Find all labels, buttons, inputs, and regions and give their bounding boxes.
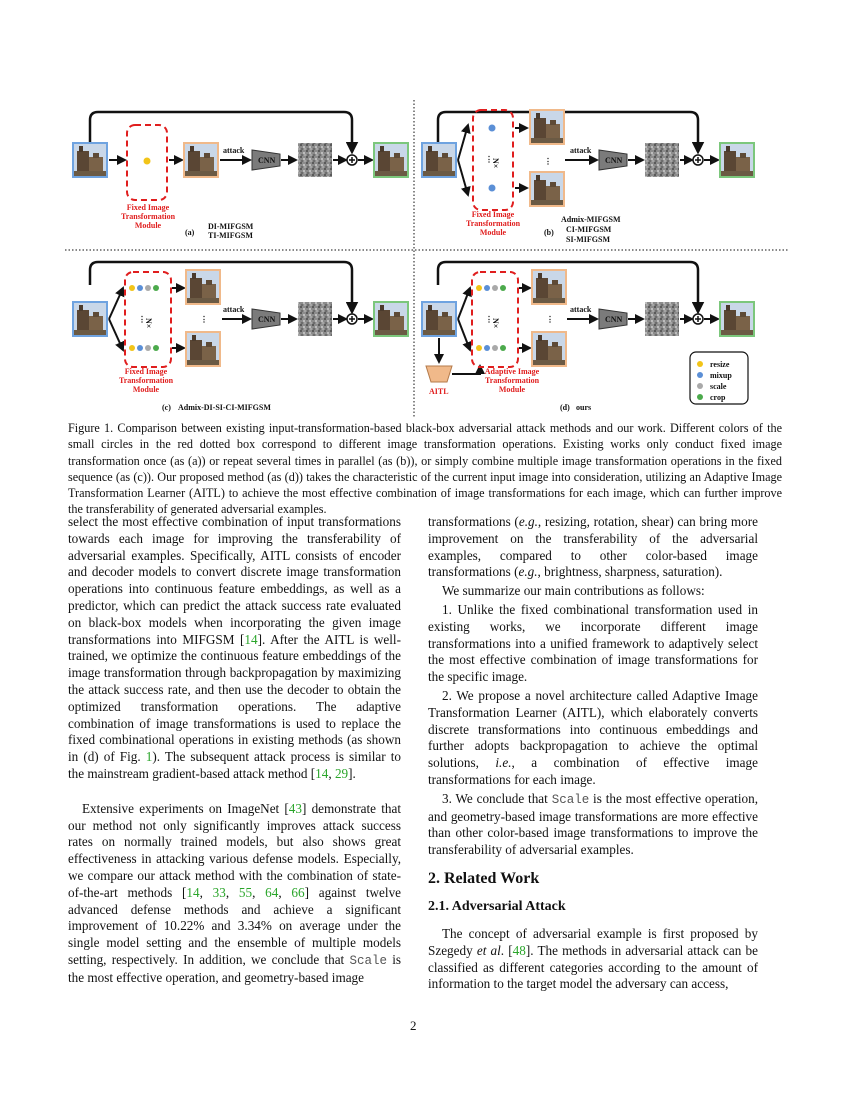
panel-d: AITL ⋮ N× ⋮ attack CNN Adaptive Image Tr… xyxy=(421,260,755,412)
panel-tag: (d) xyxy=(560,403,570,412)
legend-swatch xyxy=(697,383,703,389)
legend-swatch xyxy=(697,372,703,378)
legend-swatch xyxy=(697,394,703,400)
legend-label: scale xyxy=(710,382,727,391)
citation-link[interactable]: 55 xyxy=(238,884,253,900)
right-column: transformations (e.g., resizing, rotatio… xyxy=(428,514,758,859)
panel-tag: (a) xyxy=(185,228,195,237)
legend-label: mixup xyxy=(710,371,732,380)
contribution-item: 1. Unlike the fixed combinational transf… xyxy=(428,601,758,685)
dots-label: ⋮ xyxy=(544,157,552,166)
citation-link[interactable]: 29 xyxy=(334,765,349,781)
paragraph: transformations (e.g., resizing, rotatio… xyxy=(428,514,758,580)
aitl-label: AITL xyxy=(429,387,449,396)
figure-caption: Figure 1. Comparison between existing in… xyxy=(68,421,782,517)
dots-label: ⋮ xyxy=(200,315,208,324)
figure-1: attack CNN Fixed Image Transformation Mo… xyxy=(65,100,788,418)
code-scale: Scale xyxy=(551,792,590,807)
method-label: SI-MIFGSM xyxy=(566,235,610,244)
nx-label: N× xyxy=(144,318,153,328)
panel-tag: (c) xyxy=(162,403,171,412)
cnn-label: CNN xyxy=(258,315,276,324)
dots-label: ⋮ xyxy=(485,155,493,164)
module-label-line: Module xyxy=(135,221,162,230)
paragraph: The concept of adversarial example is fi… xyxy=(428,926,758,992)
nx-label: N× xyxy=(491,158,500,168)
cnn-label: CNN xyxy=(605,156,623,165)
figure-link[interactable]: 1 xyxy=(145,749,153,765)
attack-label: attack xyxy=(570,146,592,155)
panel-c: ⋮ N× ⋮ attack CNN Fixed Image Transforma… xyxy=(72,260,409,412)
left-column: select the most effective combination of… xyxy=(68,514,401,987)
code-scale: Scale xyxy=(349,953,387,968)
legend-label: resize xyxy=(710,360,730,369)
module-label-line: Transformation xyxy=(466,219,521,228)
module-label-line: Module xyxy=(133,385,160,394)
citation-link[interactable]: 48 xyxy=(512,942,526,958)
module-label-line: Transformation xyxy=(119,376,174,385)
citation-link[interactable]: 43 xyxy=(288,800,302,816)
method-label: CI-MIFGSM xyxy=(566,225,612,234)
citation-link[interactable]: 66 xyxy=(291,884,305,900)
method-label: DI-MIFGSM xyxy=(208,222,254,231)
contribution-item: 3. We conclude that Scale is the most ef… xyxy=(428,790,758,858)
dots-label: ⋮ xyxy=(546,315,554,324)
module-label-line: Fixed Image xyxy=(127,203,170,212)
attack-label: attack xyxy=(223,305,245,314)
module-label-line: Fixed Image xyxy=(472,210,515,219)
method-label: Admix-DI-SI-CI-MIFGSM xyxy=(178,403,271,412)
citation-link[interactable]: 14 xyxy=(244,631,258,647)
panel-a: attack CNN Fixed Image Transformation Mo… xyxy=(72,110,409,240)
legend-label: crop xyxy=(710,393,726,402)
method-label: Admix-MIFGSM xyxy=(561,215,621,224)
method-label: ours xyxy=(576,403,591,412)
citation-link[interactable]: 14 xyxy=(186,884,200,900)
citation-link[interactable]: 14 xyxy=(315,765,329,781)
module-label-line: Fixed Image xyxy=(125,367,168,376)
dots-label: ⋮ xyxy=(138,315,146,324)
nx-label: N× xyxy=(491,318,500,328)
paragraph: Extensive experiments on ImageNet [43] d… xyxy=(68,800,402,985)
legend-box xyxy=(689,351,749,405)
attack-label: attack xyxy=(223,146,245,155)
cnn-label: CNN xyxy=(258,156,276,165)
module-label-line: Transformation xyxy=(121,212,176,221)
right-column-lower: The concept of adversarial example is fi… xyxy=(428,926,758,993)
attack-label: attack xyxy=(570,305,592,314)
panel-tag: (b) xyxy=(544,228,554,237)
method-label: TI-MIFGSM xyxy=(208,231,253,240)
paragraph: We summarize our main contributions as f… xyxy=(442,583,705,599)
citation-link[interactable]: 33 xyxy=(212,884,226,900)
paragraph: select the most effective combination of… xyxy=(68,514,401,781)
module-label-line: Module xyxy=(480,228,507,237)
subsection-heading: 2.1. Adversarial Attack xyxy=(428,899,566,914)
cnn-label: CNN xyxy=(605,315,623,324)
dots-label: ⋮ xyxy=(485,315,493,324)
citation-link[interactable]: 64 xyxy=(265,884,279,900)
legend-swatch xyxy=(697,361,703,367)
contribution-item: 2. We propose a novel architecture calle… xyxy=(428,687,758,787)
panel-b: ⋮ N× ⋮ attack CNN Fixed Image Transforma… xyxy=(421,109,755,244)
module-label-line: Transformation xyxy=(485,376,540,385)
section-heading: 2. Related Work xyxy=(428,870,540,887)
page-number: 2 xyxy=(410,1018,417,1033)
module-label-line: Module xyxy=(499,385,526,394)
module-label-line: Adaptive Image xyxy=(485,367,540,376)
